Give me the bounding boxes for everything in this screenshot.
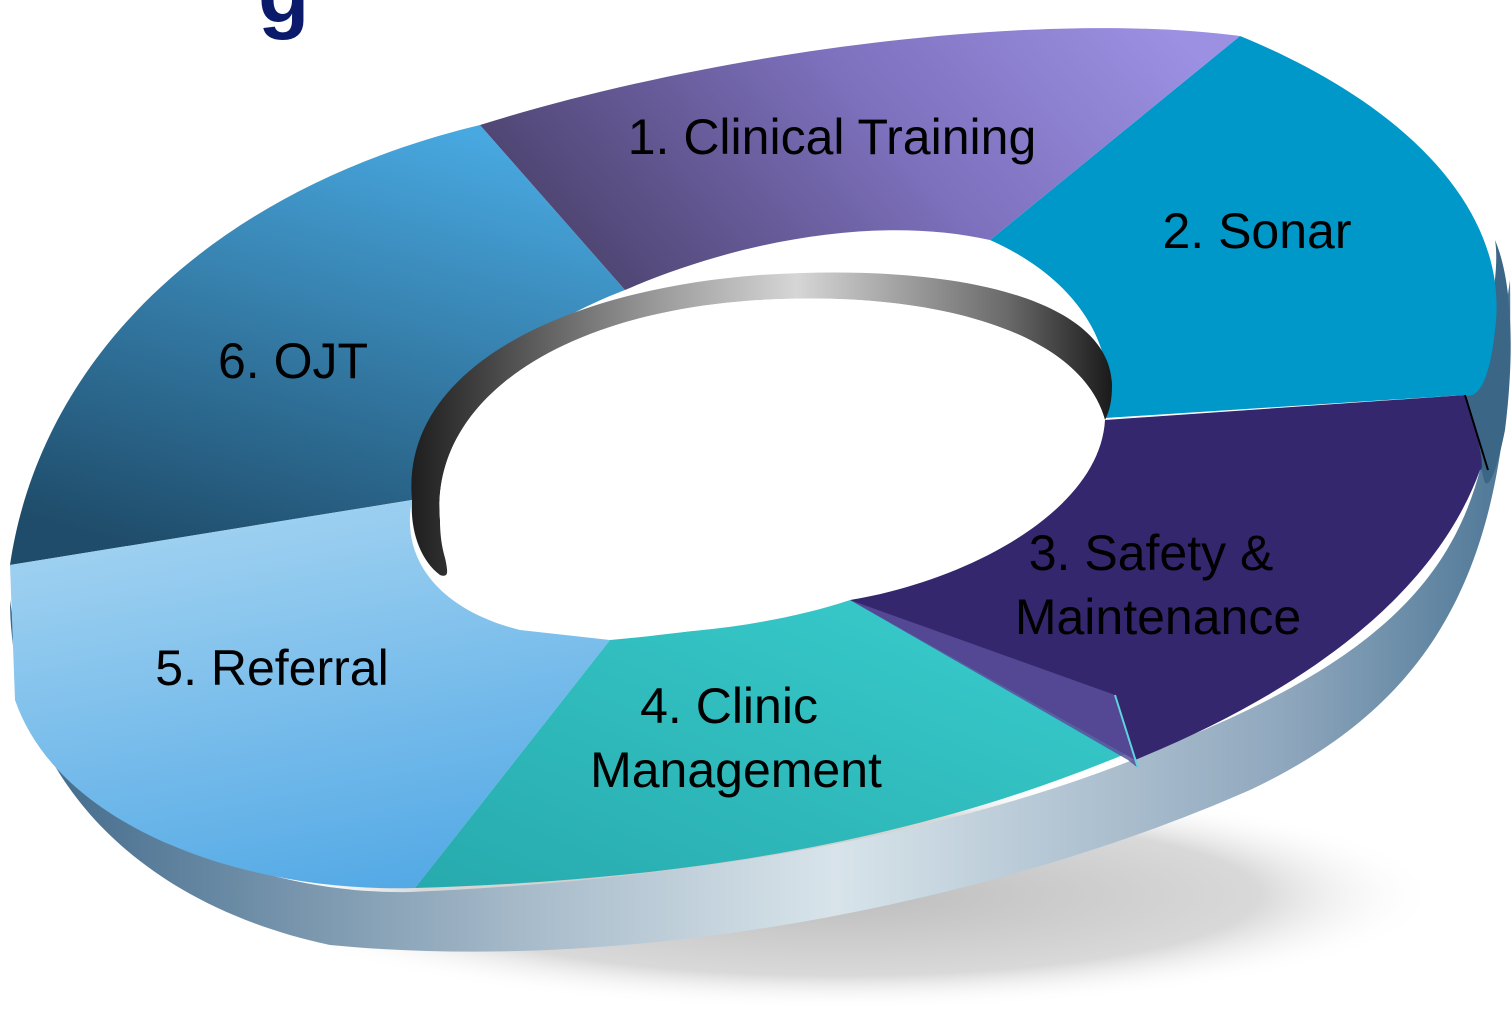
label-clinic-management: 4. Clinic Management: [590, 678, 882, 798]
segment-clinic-management[interactable]: [415, 600, 1130, 888]
label-sonar: 2. Sonar: [1162, 203, 1351, 259]
segment-right-edge-accent: [1464, 394, 1489, 471]
title-fragment: g: [258, 0, 309, 40]
segment-divider-sliver-edge: [1114, 694, 1139, 769]
ring-side-wall: [10, 280, 1511, 952]
ring-top-face: [10, 28, 1497, 889]
hole-opening: [439, 298, 1105, 635]
label-clinical-training: 1. Clinical Training: [628, 109, 1037, 165]
label-referral: 5. Referral: [155, 640, 388, 696]
segment-clinical-training[interactable]: [480, 28, 1240, 290]
segment-sonar[interactable]: [990, 36, 1497, 418]
label-safety-maintenance: 3. Safety & Maintenance: [1015, 525, 1301, 645]
label-ojt: 6. OJT: [218, 333, 368, 389]
segment-divider-sliver: [850, 600, 1138, 768]
segment-ojt[interactable]: [10, 125, 625, 565]
segment-referral[interactable]: [10, 500, 610, 889]
